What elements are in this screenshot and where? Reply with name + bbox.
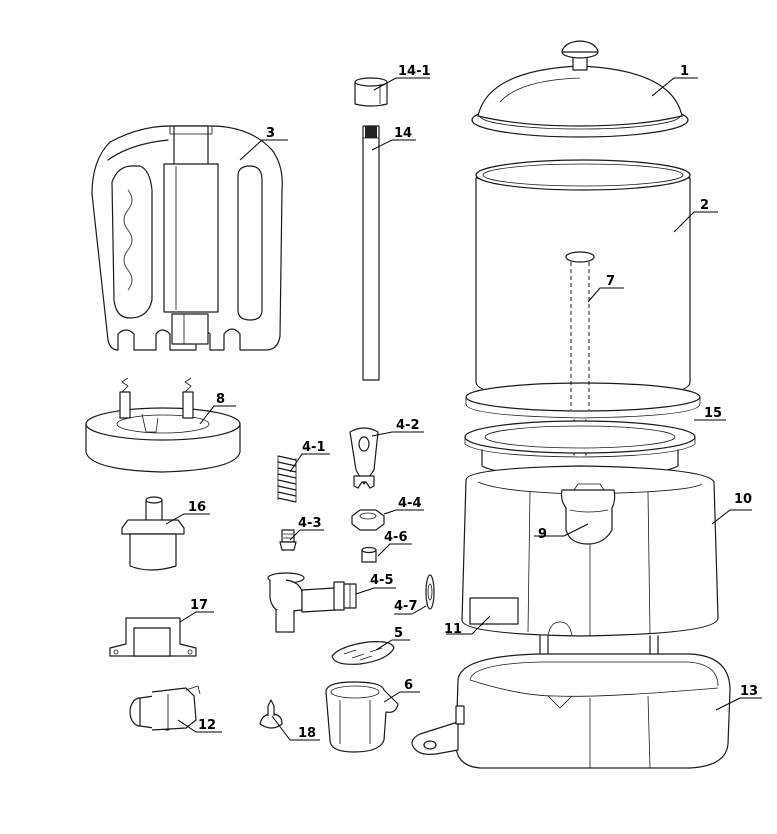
part-4-4-nut <box>351 509 385 531</box>
part-13-drip-tray <box>411 653 731 769</box>
part-18-foot <box>259 699 283 729</box>
label-14: 14 <box>394 126 412 141</box>
leader-lines <box>165 77 762 741</box>
label-16: 16 <box>188 500 206 515</box>
part-4-5-tap-body <box>267 572 357 633</box>
label-13: 13 <box>740 684 758 699</box>
part-8-heating-ring <box>85 377 241 473</box>
label-12: 12 <box>198 718 216 733</box>
part-6-drip-cup <box>325 681 399 753</box>
label-9: 9 <box>538 527 547 542</box>
part-1-lid <box>471 40 689 138</box>
label-11: 11 <box>444 622 462 637</box>
label-15: 15 <box>704 406 722 421</box>
part-4-7-washer <box>425 574 435 610</box>
part-11-label-plate <box>469 597 519 625</box>
label-1: 1 <box>680 64 689 79</box>
label-17: 17 <box>190 598 208 613</box>
label-18: 18 <box>298 726 316 741</box>
label-4-5: 4-5 <box>370 573 394 588</box>
label-4-1: 4-1 <box>302 440 326 455</box>
label-14-1: 14-1 <box>398 64 431 79</box>
label-5: 5 <box>394 626 403 641</box>
label-4-4: 4-4 <box>398 496 422 511</box>
label-4-7: 4-7 <box>394 599 418 614</box>
label-3: 3 <box>266 126 275 141</box>
label-6: 6 <box>404 678 413 693</box>
part-2-container <box>465 159 701 419</box>
label-2: 2 <box>700 198 709 213</box>
part-9-tap <box>560 483 616 545</box>
part-4-1-spring <box>277 455 297 503</box>
label-10: 10 <box>734 492 752 507</box>
part-15-ring <box>464 420 696 478</box>
part-14-1-cap <box>354 77 388 107</box>
part-4-6-small-nut <box>361 546 377 563</box>
part-5-filter-plate <box>331 641 395 665</box>
part-14-rod <box>362 125 380 381</box>
part-4-2-handle <box>349 427 379 489</box>
part-3-heating-plate <box>91 125 283 351</box>
label-4-3: 4-3 <box>298 516 322 531</box>
label-8: 8 <box>216 392 225 407</box>
part-17-bracket <box>109 617 197 657</box>
part-12-switch <box>129 685 201 731</box>
part-10-base-body <box>461 465 719 661</box>
label-4-2: 4-2 <box>396 418 420 433</box>
part-16-thermostat <box>121 496 185 571</box>
label-4-6: 4-6 <box>384 530 408 545</box>
part-4-3-valve-pin <box>279 529 297 551</box>
label-7: 7 <box>606 274 615 289</box>
callout-labels: 1 2 3 14-1 14 7 8 4-1 4-2 4-4 15 10 9 4-… <box>188 64 758 741</box>
